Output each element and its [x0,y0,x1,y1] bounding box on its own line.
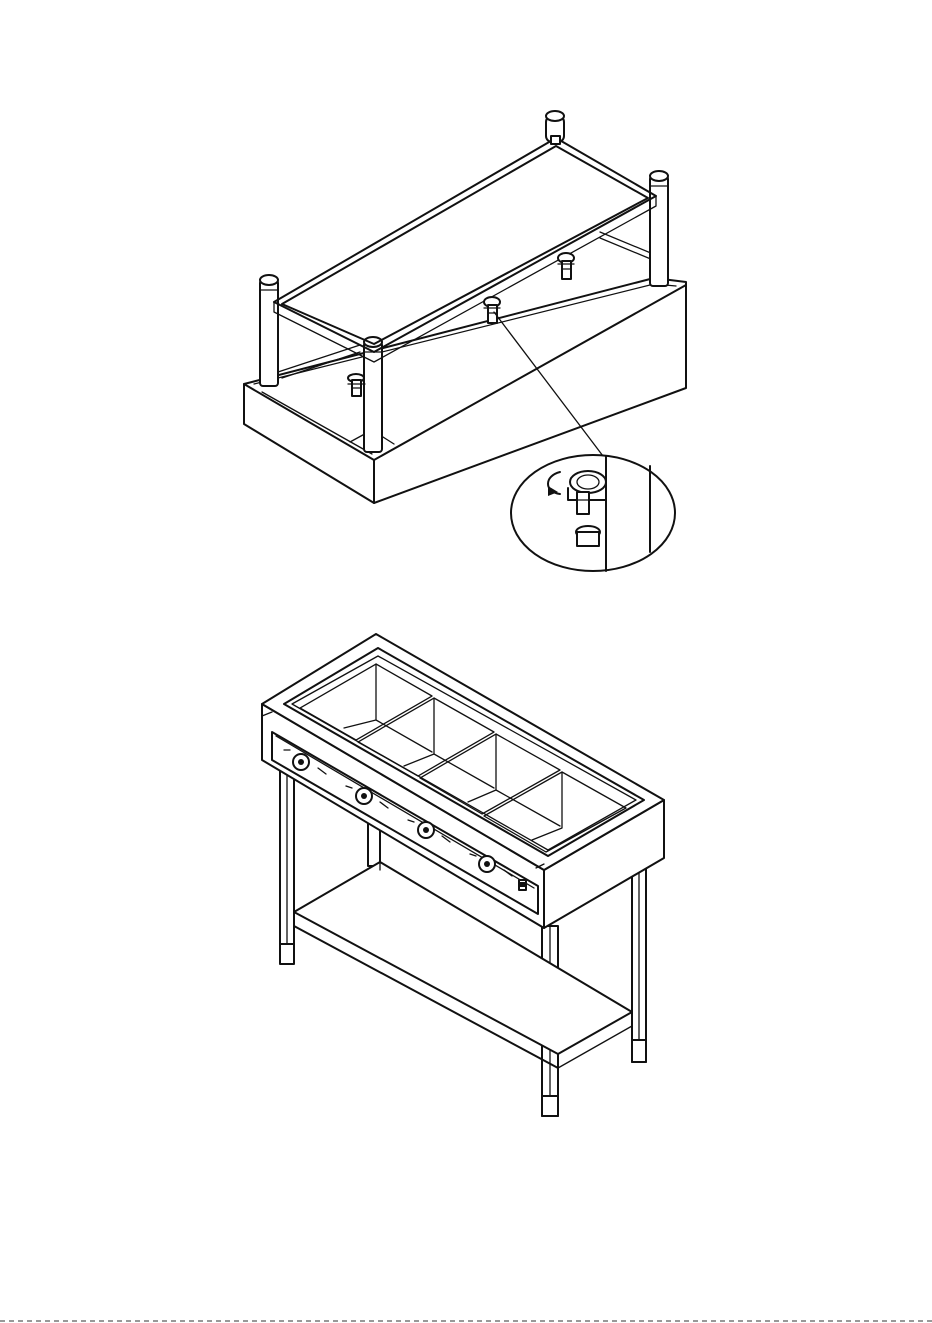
fig-upside-down-assembly [244,111,686,571]
power-switch [519,880,526,890]
detail-callout [511,455,675,571]
foot-center [484,297,500,323]
leg-front-left [280,770,294,964]
leg-front [364,337,382,452]
leg-left [260,275,278,386]
fig-assembled-bain-marie [262,634,664,1116]
cabinet [262,634,664,928]
leg-right [650,171,668,286]
leg-rear-right [632,866,646,1062]
foot-right [558,253,574,279]
